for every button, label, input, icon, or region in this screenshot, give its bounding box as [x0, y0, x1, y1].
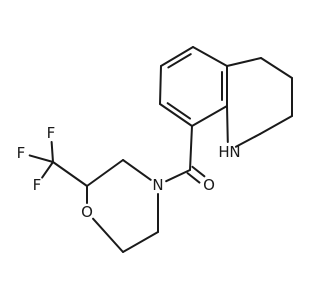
- oxygen-label: O: [81, 203, 93, 221]
- oxygen-label: O: [203, 176, 215, 194]
- bond-a6-a1: [191, 105, 228, 127]
- bond-c2-c3: [86, 159, 124, 187]
- bond-N_morph-cco: [165, 169, 191, 183]
- fluorine-label: F: [47, 124, 56, 142]
- bond-a1-a2: [159, 103, 193, 127]
- fluorine-label: F: [17, 144, 26, 162]
- nitrogen-label: N: [229, 143, 240, 161]
- nitrogen-label: N: [152, 176, 163, 194]
- bond-double-cco-O_carbonyl: [186, 172, 201, 184]
- bond-layer: [28, 46, 293, 253]
- bond-cCF3-F2: [50, 140, 54, 163]
- hydrogen-label: H: [218, 143, 229, 161]
- bond-a3-a4: [160, 46, 194, 67]
- bond-cCF3-F3: [41, 161, 54, 179]
- bond-inner-a1-a2: [166, 102, 192, 120]
- bond-r4-NH: [234, 133, 261, 148]
- bond-a4-a5: [192, 46, 228, 67]
- bond-a5-r1: [226, 57, 262, 67]
- bond-c6-O_morph: [92, 217, 124, 253]
- bond-NH-a6: [226, 105, 229, 144]
- bond-cco-a1: [189, 125, 193, 171]
- bond-c3-N_morph: [122, 159, 152, 181]
- bond-inner-a3-a4: [167, 53, 192, 69]
- bond-c5-c6: [122, 231, 159, 253]
- fluorine-label: F: [33, 176, 42, 194]
- bond-double2-cco-O_carbonyl: [191, 165, 206, 178]
- bond-r1-r2: [260, 57, 293, 79]
- bond-a2-a3: [159, 65, 162, 105]
- bond-cCF3-c2: [52, 161, 88, 187]
- bond-cCF3-F1: [28, 154, 54, 163]
- bond-r3-r4: [259, 115, 293, 135]
